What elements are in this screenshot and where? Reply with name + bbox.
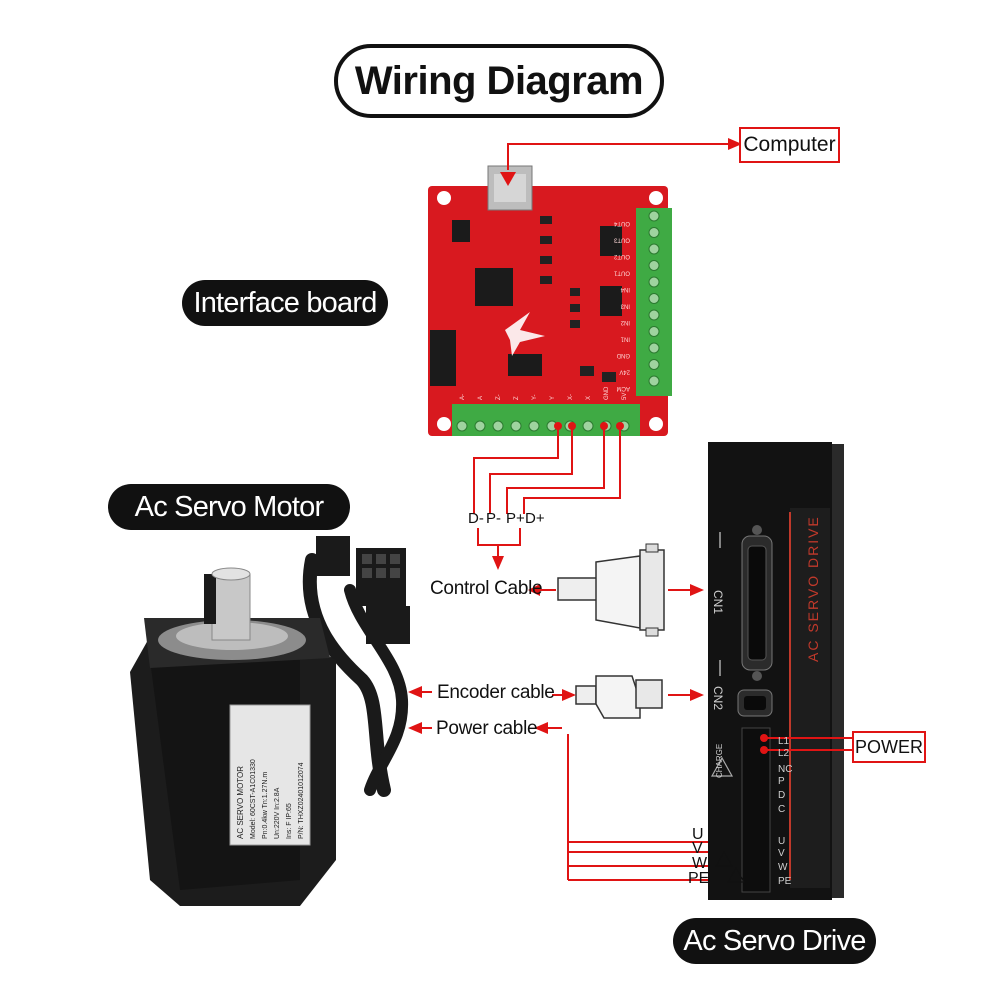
drive-terminal-w: W [778, 862, 788, 873]
terminal-screw [648, 260, 660, 271]
drive-terminal-c: C [778, 804, 785, 815]
mcu-chip [475, 268, 513, 306]
power-cable-label: Power cable [436, 718, 538, 739]
servo-drive [708, 442, 844, 900]
board-terminal-label: OUT3 [613, 237, 630, 243]
servo-motor-label: Ac Servo Motor [108, 484, 350, 530]
board-terminal-label: 24V [619, 369, 630, 375]
page-title: Wiring Diagram [334, 44, 664, 118]
pin-label-p-plus: P+ [506, 510, 525, 527]
terminal-screw [648, 227, 660, 238]
board-terminal-label: 5V [622, 393, 628, 400]
board-terminal-label: A- [460, 394, 466, 400]
charge-label: CHARGE [715, 744, 724, 778]
terminal-screw [648, 243, 660, 255]
pin-label-d-plus: D+ [525, 510, 545, 527]
terminal-screw [648, 326, 660, 337]
terminal-screw [492, 420, 504, 432]
control-wires [473, 426, 621, 568]
pin-label-p-minus: P- [486, 510, 501, 527]
drive-terminal-l2: L2 [778, 748, 790, 759]
board-terminal-label: IN1 [620, 336, 630, 342]
terminal-screw [528, 420, 540, 432]
board-terminal-label: OUT4 [613, 220, 630, 226]
board-terminal-label: GND [604, 386, 610, 400]
usb-wire [507, 143, 740, 170]
board-terminal-label: IN2 [620, 319, 630, 325]
mains-wires [764, 737, 852, 751]
db-connector [557, 543, 665, 637]
board-terminal-label: Y [550, 396, 556, 400]
board-terminal-label: IN3 [620, 303, 630, 309]
drive-terminal-u: U [778, 836, 785, 847]
interface-board-label: Interface board [182, 280, 388, 326]
drive-terminal-l1: L1 [778, 736, 790, 747]
servo-motor: AC SERVO MOTOR Model: 60CST-A1C01330 Pn:0.… [130, 536, 410, 906]
terminal-screw [648, 359, 660, 370]
cn1-label: CN1 [711, 590, 725, 614]
board-terminal-label: X [586, 396, 592, 400]
pin-label-pe: PE [688, 870, 710, 887]
drive-terminal-p: P [778, 776, 785, 787]
nameplate-line: Model: 60CST-A1C01330 [250, 759, 257, 839]
pin-header [430, 330, 456, 386]
control-cable-label: Control Cable [430, 578, 543, 599]
servo-drive-label: Ac Servo Drive [673, 918, 876, 964]
board-terminal-label: ACM [617, 385, 630, 391]
nameplate-line: Un:220V In:2.8A [274, 787, 281, 839]
drive-terminal-nc: NC [778, 764, 792, 775]
board-terminal-label: X- [568, 394, 574, 400]
pin-label-w: W [692, 855, 708, 872]
board-terminal-label: A [478, 396, 484, 400]
terminal-screw [456, 420, 468, 432]
board-terminal-label: OUT2 [613, 253, 630, 259]
terminal-screw [648, 342, 660, 354]
board-terminal-label: Z [514, 396, 520, 400]
drive-brand-text: AC SERVO DRIVE [805, 515, 821, 662]
board-terminal-label: OUT1 [613, 270, 630, 276]
nameplate-line: P/N: THXZ02401012074 [298, 762, 305, 839]
nameplate-line: Pn:0.4kw Tn:1.27N.m [262, 772, 269, 839]
nameplate-line: AC SERVO MOTOR [236, 766, 245, 839]
encoder-cable-label: Encoder cable [437, 682, 555, 703]
board-terminal-label: GND [616, 352, 630, 358]
power-label: POWER [852, 731, 926, 763]
board-terminal-label: Y- [532, 395, 538, 400]
terminal-screw [648, 309, 660, 321]
pin-label-v: V [692, 840, 703, 857]
drive-terminal-pe: PE [778, 876, 792, 887]
terminal-screw [648, 375, 660, 387]
pin-label-u: U [692, 826, 704, 843]
encoder-connector [575, 675, 663, 719]
cn2-label: CN2 [711, 686, 725, 710]
board-terminal-label: Z- [496, 394, 502, 400]
drive-terminal-v: V [778, 848, 785, 859]
terminal-screw [648, 293, 660, 304]
terminal-screw [510, 420, 522, 432]
nameplate-line: Ins: F IP:65 [286, 803, 293, 839]
terminal-screw [648, 210, 660, 222]
drive-terminal-d: D [778, 790, 785, 801]
terminal-screw [582, 420, 594, 432]
pin-label-d-minus: D- [468, 510, 484, 527]
terminal-screw [648, 276, 660, 288]
board-terminal-label: IN4 [620, 286, 630, 292]
computer-label: Computer [739, 127, 840, 163]
terminal-screw [474, 420, 486, 432]
